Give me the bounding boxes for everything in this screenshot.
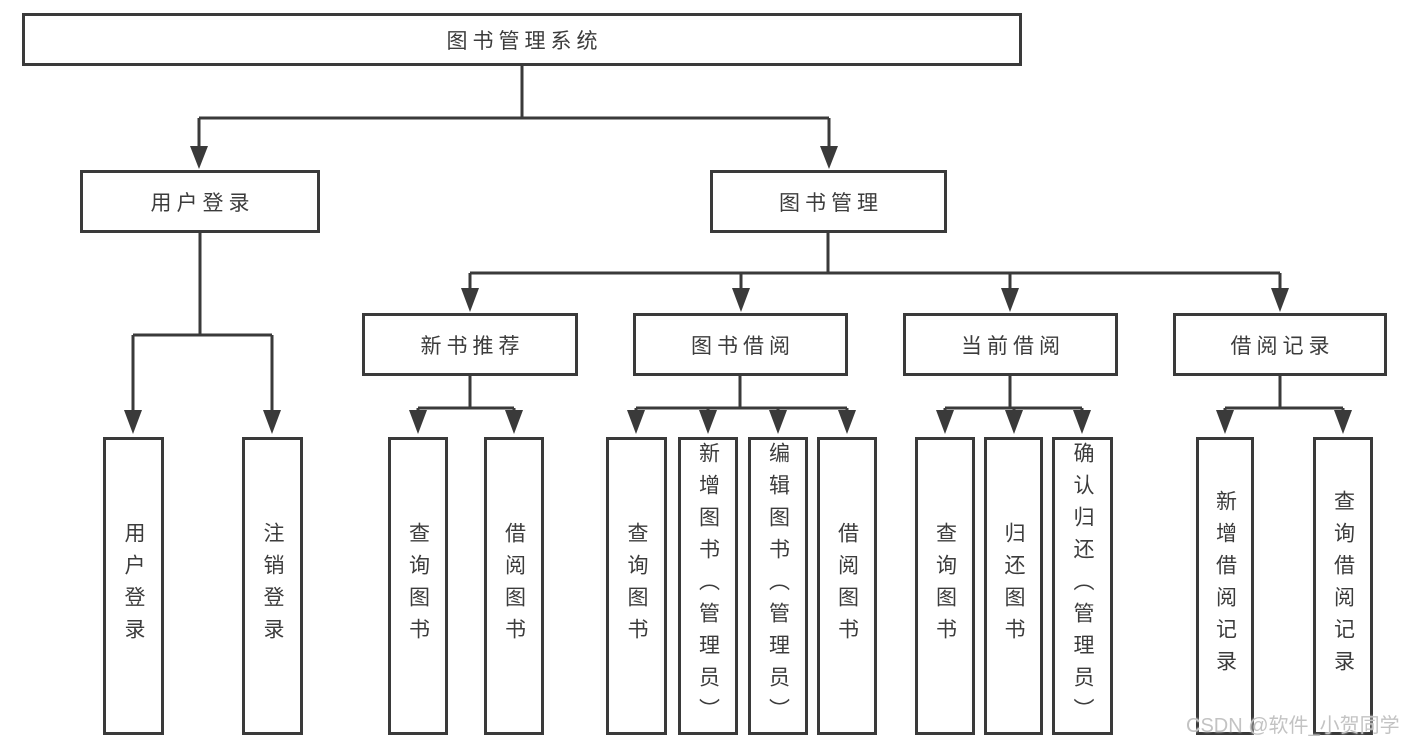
node-label: 图书借阅 [691,334,795,358]
leaf-rec-borrow-books: 借阅图书 [484,437,544,735]
leaf-add-books-admin: 新增图书（管理员） [678,437,738,735]
leaf-edit-books-admin: 编辑图书（管理员） [748,437,808,735]
node-label: 查询图书 [625,522,648,650]
leaf-borrow-query-books: 查询图书 [606,437,667,735]
node-label: 图书管理系统 [446,29,603,53]
node-label: 借阅图书 [502,522,526,650]
node-borrow-records: 借阅记录 [1173,313,1387,376]
leaf-rec-query-books: 查询图书 [388,437,448,735]
arrowheads [124,146,1352,434]
leaf-query-borrow-record: 查询借阅记录 [1313,437,1373,735]
node-label: 注销登录 [261,522,284,650]
leaf-logout: 注销登录 [242,437,303,735]
node-label: 查询图书 [933,522,957,650]
node-label: 归还图书 [1002,522,1025,650]
node-label: 查询图书 [406,522,430,650]
node-label: 用户登录 [150,191,255,215]
node-label: 借阅记录 [1230,334,1335,358]
node-label: 新增图书（管理员） [696,442,720,730]
node-current-borrow: 当前借阅 [903,313,1118,376]
leaf-add-borrow-record: 新增借阅记录 [1196,437,1254,735]
leaf-borrow-books: 借阅图书 [817,437,877,735]
node-new-book-recommend: 新书推荐 [362,313,578,376]
node-label: 当前借阅 [961,334,1065,358]
node-book-borrow: 图书借阅 [633,313,848,376]
csdn-watermark: CSDN @软件_小贺同学 [1186,715,1400,737]
node-book-management: 图书管理 [710,170,947,233]
node-user-login: 用户登录 [80,170,320,233]
node-label: 图书管理 [779,191,883,215]
node-label: 确认归还（管理员） [1071,442,1094,730]
leaf-user-login: 用户登录 [103,437,164,735]
node-label: 新增借阅记录 [1213,490,1237,682]
node-library-management-system: 图书管理系统 [22,13,1022,66]
leaf-return-books: 归还图书 [984,437,1043,735]
node-label: 编辑图书（管理员） [766,442,790,730]
node-label: 新书推荐 [420,334,525,358]
leaf-current-query-books: 查询图书 [915,437,975,735]
node-label: 用户登录 [122,522,145,650]
node-label: 查询借阅记录 [1331,490,1355,682]
node-label: 借阅图书 [835,522,859,650]
leaf-confirm-return-admin: 确认归还（管理员） [1052,437,1113,735]
